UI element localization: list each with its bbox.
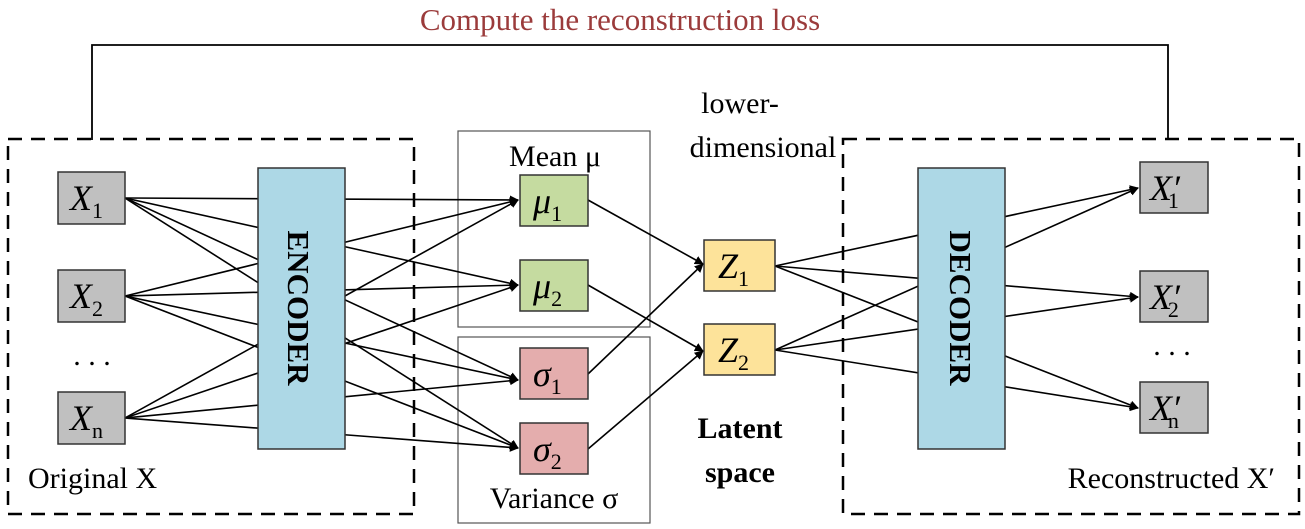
- variance-group-box: [457, 336, 651, 524]
- output-caption: Reconstructed X′: [1068, 462, 1275, 495]
- encoder-block: [257, 167, 346, 450]
- sigma-node-1-label: σ1: [533, 354, 562, 399]
- input-caption: Original X: [28, 462, 157, 495]
- variance-caption: Variance σ: [490, 482, 619, 515]
- sigma-node-2-label: σ2: [533, 429, 562, 474]
- mean-node-mu2: [519, 259, 589, 312]
- output-node-xn-label: X′n: [1148, 388, 1181, 433]
- input-node-xn-label: Xn: [68, 398, 103, 443]
- latent-node-z2-label: Z2: [718, 330, 749, 375]
- mean-node-mu2-label: μ2: [532, 266, 562, 311]
- output-node-xn: [1139, 381, 1209, 434]
- latent-edge-0: [587, 199, 704, 265]
- latent-space-label-line1: Latent: [698, 412, 783, 445]
- output-node-x1-label: X′1: [1148, 168, 1181, 213]
- diagram-title: Compute the reconstruction loss: [420, 2, 820, 37]
- decoder-block: [917, 167, 1006, 450]
- lowdim-label-line1: lower-: [701, 87, 779, 120]
- reconstruction-loss-line: [91, 44, 1169, 140]
- output-node-x2-label: X′2: [1148, 277, 1181, 322]
- decoder-label: DECODER: [943, 230, 978, 386]
- sigma-node-2: [519, 422, 589, 475]
- output-ellipsis: . . .: [1153, 329, 1191, 362]
- input-node-xn: [57, 391, 126, 445]
- mean-node-mu1-label: μ1: [532, 181, 562, 226]
- input-node-x1: [57, 171, 126, 225]
- latent-node-z1: [703, 239, 776, 292]
- mean-caption: Mean μ: [509, 140, 601, 173]
- output-group-box: [841, 137, 1301, 516]
- input-node-x1-label: X1: [68, 178, 103, 223]
- input-node-x2: [57, 269, 126, 323]
- latent-node-z2: [703, 323, 776, 376]
- input-ellipsis: . . .: [73, 339, 111, 372]
- latent-node-z1-label: Z1: [718, 246, 749, 291]
- output-node-x2: [1139, 270, 1209, 323]
- lowdim-label-line2: dimensional: [690, 131, 837, 164]
- encoder-label: ENCODER: [281, 230, 316, 386]
- output-node-x1: [1139, 161, 1209, 214]
- latent-edge-3: [587, 350, 704, 450]
- mean-group-box: [457, 130, 651, 328]
- latent-edge-2: [587, 263, 704, 375]
- mean-node-mu1: [519, 174, 589, 227]
- latent-space-label-line2: space: [705, 456, 775, 489]
- input-node-x2-label: X2: [68, 276, 103, 321]
- sigma-node-1: [519, 347, 589, 400]
